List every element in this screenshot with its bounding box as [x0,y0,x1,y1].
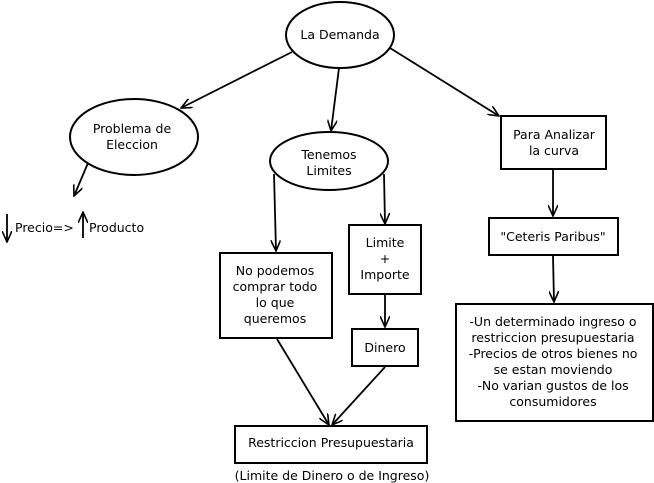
node-label-line: -No varian gustos de los [477,378,628,393]
node-label-line: Restriccion Presupuestaria [248,435,414,450]
node-label-line: Problema de [93,121,172,136]
node-label-line: Eleccion [106,137,158,152]
node-label-line: "Ceteris Paribus" [500,229,605,244]
edge-demanda-problema [181,51,293,108]
node-label: Limite+Importe [360,235,409,282]
edge-demanda-analizar [389,47,499,116]
edges [7,47,554,425]
node-label-line: La Demanda [300,27,379,42]
node-label-line: Dinero [364,340,405,355]
node-label-line: Limites [306,163,351,178]
node-label-line: + [380,251,390,266]
node-la-demanda: La Demanda [285,1,395,69]
node-label-line: Importe [360,267,409,282]
node-label-line: Limite [366,235,405,250]
node-label-line: -Precios de otros bienes no [469,346,638,361]
node-label-line: Tenemos [300,147,356,162]
edge-tenemos-nopodemos [274,173,276,251]
node-label-line: se estan moviendo [494,362,613,377]
caption: (Limite de Dinero o de Ingreso) [235,468,430,483]
node-limite-importe: Limite+Importe [348,224,422,295]
node-label-line: Para Analizar [513,127,596,142]
node-label-line: consumidores [509,394,596,409]
edge-demanda-tenemos [331,67,340,131]
node-ceteris-paribus: "Ceteris Paribus" [488,217,619,256]
node-label-line: la curva [529,143,579,158]
node-label-line: restriccion presupuestaria [471,330,634,345]
edge-ceteris-condiciones [553,255,554,302]
node-dinero: Dinero [351,328,419,367]
node-label-line: comprar todo [233,279,318,294]
edge-problema-precio [74,162,89,196]
precio-label: Precio=> [15,220,74,235]
node-label: La Demanda [300,27,379,42]
node-label: "Ceteris Paribus" [500,229,605,244]
edge-tenemos-limite [384,173,385,224]
node-label: Restriccion Presupuestaria [248,435,414,450]
producto-label: Producto [89,220,144,235]
node-label-line: queremos [244,311,306,326]
edge-nopodemos-restriccion [276,338,329,425]
node-label-line: lo que [256,295,295,310]
node-restriccion-presupuestaria: Restriccion Presupuestaria [234,425,428,464]
node-label-line: -Un determinado ingreso o [469,314,636,329]
node-label-line: No podemos [236,263,315,278]
edge-dinero-restriccion [332,366,386,425]
node-label: Dinero [364,340,405,355]
